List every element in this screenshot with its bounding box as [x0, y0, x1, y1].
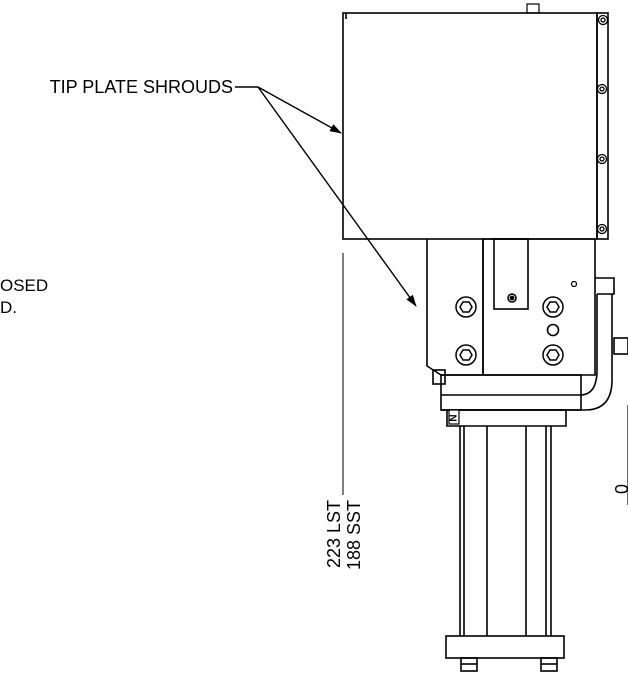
mounting-flange	[432, 369, 582, 427]
flange-marking-box	[448, 409, 460, 425]
side-arm	[441, 294, 628, 505]
shroud-bolt-column	[596, 14, 609, 235]
gun-body-block	[483, 238, 615, 376]
shroud-callout-label: TIP PLATE SHROUDS	[50, 77, 233, 97]
sst-dimension-label: 188 SST	[344, 500, 364, 570]
partial-note-line-2: D.	[0, 298, 17, 317]
lst-dimension-label: 223 LST	[324, 500, 344, 568]
partial-note-line-1: OSED	[0, 276, 48, 295]
flange-marking-letter: N	[449, 414, 460, 421]
air-cylinder	[445, 426, 565, 672]
tip-plate-shroud-upper	[342, 3, 609, 240]
hex-bolt-group	[455, 296, 564, 366]
right-dimension-label: 0	[612, 484, 628, 494]
tip-plate-shroud-lower	[426, 239, 484, 376]
callout-leaders	[235, 86, 417, 307]
